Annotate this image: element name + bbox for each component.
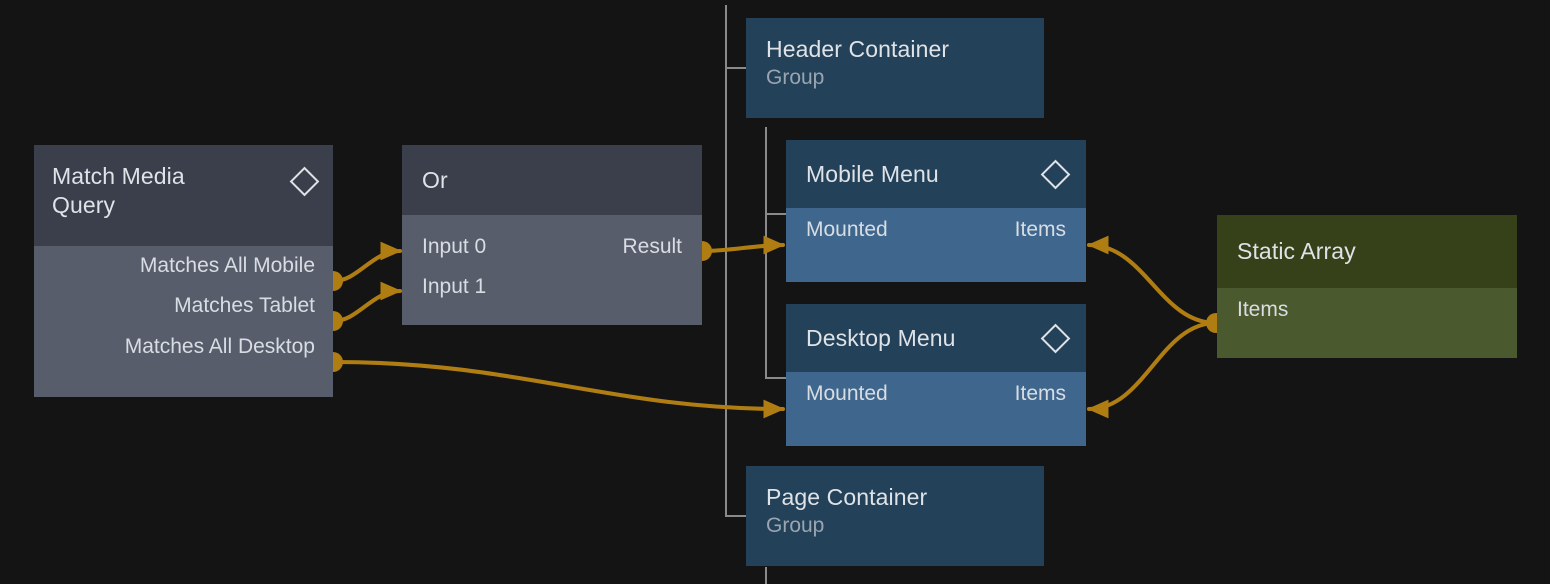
node-title: Match Media Query bbox=[52, 163, 185, 218]
node-subtitle: Group bbox=[766, 66, 825, 89]
output-port-items[interactable]: Items bbox=[1217, 288, 1517, 331]
port-label: Matches All Mobile bbox=[139, 254, 315, 277]
port-label: Matches Tablet bbox=[174, 294, 315, 317]
output-port-matches-tablet[interactable]: Matches Tablet bbox=[34, 286, 333, 326]
diamond-icon bbox=[1040, 323, 1071, 353]
node-body: Mounted Items bbox=[786, 208, 1086, 282]
input-port-input1[interactable]: Input 1 bbox=[402, 267, 702, 307]
node-body: Items bbox=[1217, 288, 1517, 358]
node-body: Matches All Mobile Matches Tablet Matche… bbox=[34, 246, 333, 397]
input-port-label: Input 1 bbox=[422, 275, 487, 298]
node-title: Desktop Menu bbox=[806, 324, 956, 351]
node-header[interactable]: Or bbox=[402, 145, 702, 215]
port-row-mounted-items[interactable]: Mounted Items bbox=[786, 372, 1086, 415]
port-row-mounted-items[interactable]: Mounted Items bbox=[786, 208, 1086, 251]
node-body: Mounted Items bbox=[786, 372, 1086, 446]
node-desktop-menu[interactable]: Desktop Menu Mounted Items bbox=[786, 304, 1086, 446]
node-header[interactable]: Desktop Menu bbox=[786, 304, 1086, 372]
node-title: Page Container bbox=[766, 484, 928, 510]
output-port-matches-all-mobile[interactable]: Matches All Mobile bbox=[34, 246, 333, 286]
node-title: Static Array bbox=[1237, 238, 1356, 264]
node-mobile-menu[interactable]: Mobile Menu Mounted Items bbox=[786, 140, 1086, 282]
node-header[interactable]: Match Media Query bbox=[34, 145, 333, 246]
output-port-label: Result bbox=[622, 235, 682, 258]
output-port-label: Items bbox=[1014, 381, 1066, 405]
node-page-container[interactable]: Page Container Group bbox=[746, 466, 1044, 566]
port-label: Matches All Desktop bbox=[124, 334, 315, 358]
diamond-icon bbox=[1040, 159, 1071, 189]
node-match-media-query[interactable]: Match Media Query Matches All Mobile Mat… bbox=[34, 145, 333, 397]
node-title: Header Container bbox=[766, 36, 950, 62]
node-subtitle: Group bbox=[766, 514, 825, 537]
input-port-label: Input 0 bbox=[422, 235, 487, 258]
input-port-label: Mounted bbox=[806, 217, 888, 241]
node-body: Input 0 Result Input 1 bbox=[402, 215, 702, 325]
node-header-container[interactable]: Header Container Group bbox=[746, 18, 1044, 118]
node-title: Or bbox=[422, 166, 448, 193]
node-header[interactable]: Mobile Menu bbox=[786, 140, 1086, 208]
diamond-icon bbox=[289, 166, 320, 197]
node-or[interactable]: Or Input 0 Result Input 1 bbox=[402, 145, 702, 325]
node-title: Mobile Menu bbox=[806, 160, 939, 187]
port-row-input0-result[interactable]: Input 0 Result bbox=[402, 227, 702, 267]
port-label: Items bbox=[1237, 297, 1289, 321]
node-header[interactable]: Static Array bbox=[1217, 215, 1517, 288]
output-port-matches-all-desktop[interactable]: Matches All Desktop bbox=[34, 326, 333, 367]
input-port-label: Mounted bbox=[806, 381, 888, 405]
output-port-label: Items bbox=[1014, 217, 1066, 241]
node-static-array[interactable]: Static Array Items bbox=[1217, 215, 1517, 358]
